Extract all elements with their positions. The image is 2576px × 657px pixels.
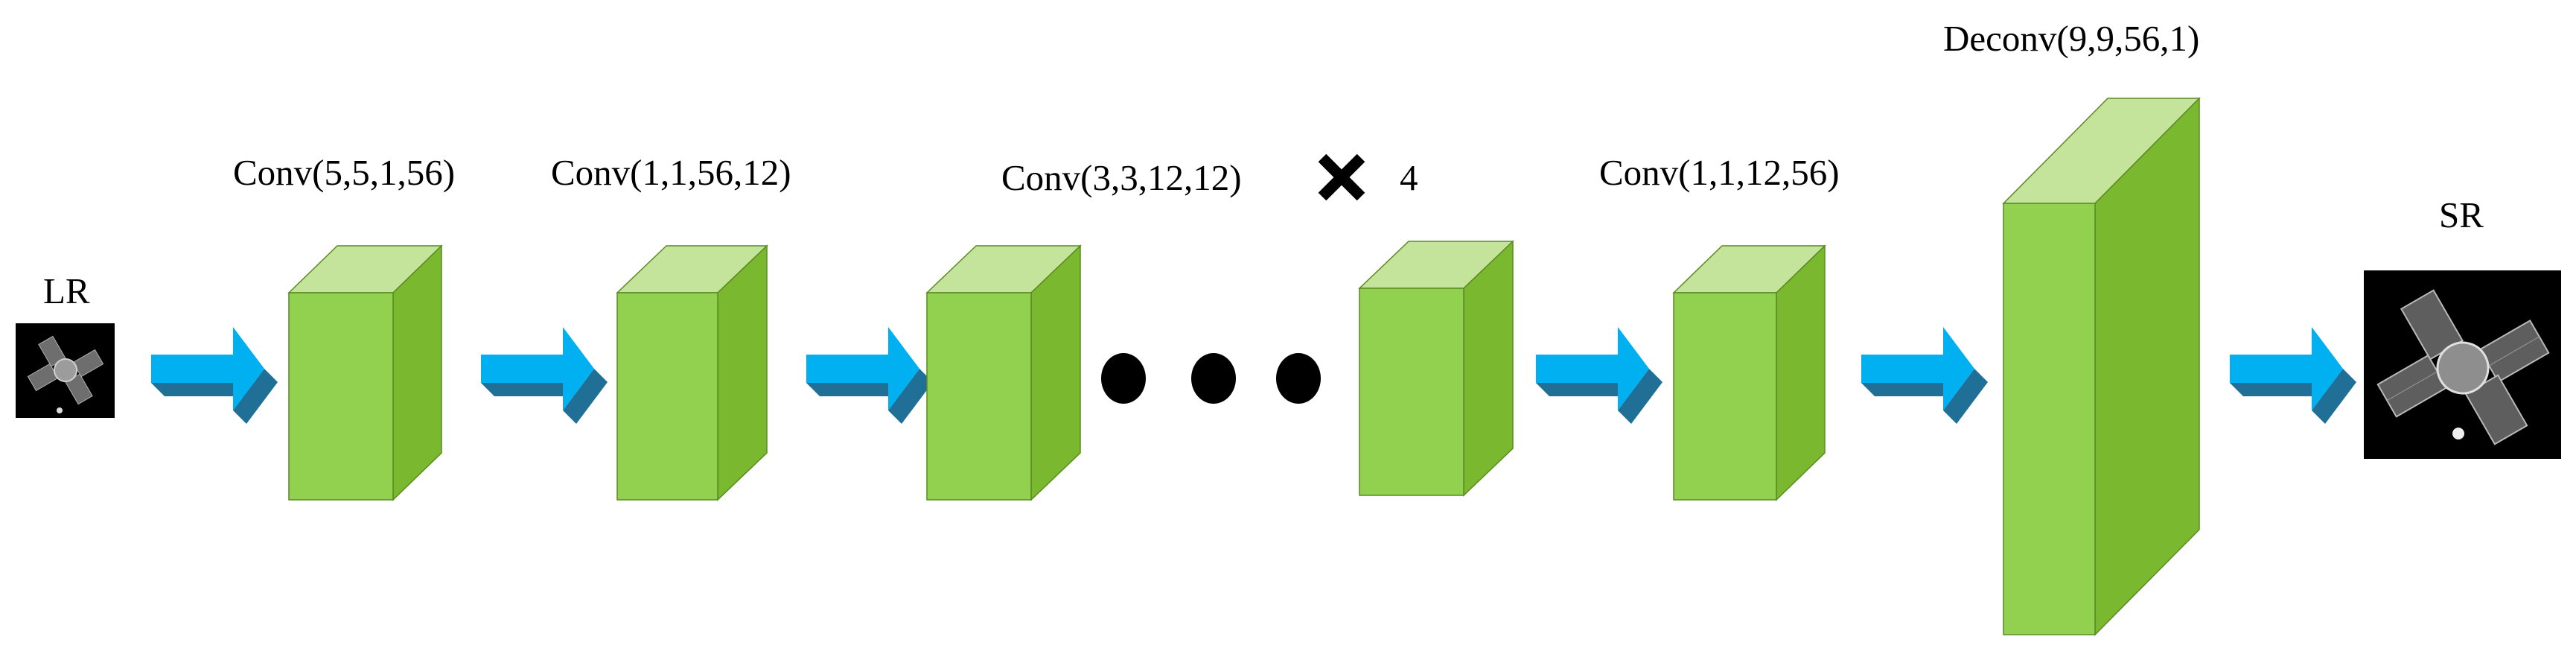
block-front-face bbox=[288, 292, 394, 501]
layer-block-1 bbox=[287, 244, 443, 501]
ellipsis-dots bbox=[1101, 353, 1321, 404]
block-front-face bbox=[616, 292, 718, 501]
repeat-count-label: 4 bbox=[1400, 157, 1418, 198]
output-label: SR bbox=[2439, 194, 2484, 235]
block-front-face bbox=[1673, 292, 1777, 501]
layer-block-5 bbox=[1672, 244, 1826, 501]
layer-label-deconv-9-9-56-1: Deconv(9,9,56,1) bbox=[1943, 18, 2200, 59]
block-front-face bbox=[926, 292, 1032, 501]
flow-arrows bbox=[151, 327, 2356, 424]
ellipsis-dot bbox=[1101, 353, 1146, 404]
layer-block-2 bbox=[616, 244, 768, 501]
layer-block-3 bbox=[925, 244, 1082, 501]
lr-input-image bbox=[16, 323, 115, 418]
layer-blocks bbox=[287, 97, 2201, 636]
layer-block-6 bbox=[2002, 97, 2201, 636]
flow-arrow-icon bbox=[1536, 327, 1662, 424]
flow-arrow-icon bbox=[806, 327, 933, 424]
input-label: LR bbox=[43, 270, 90, 311]
block-front-face bbox=[1359, 288, 1464, 496]
ellipsis-dot bbox=[1276, 353, 1321, 404]
ellipsis-dot bbox=[1191, 353, 1236, 404]
flow-arrow-icon bbox=[2230, 327, 2356, 424]
layer-label-conv-1-1-12-56: Conv(1,1,12,56) bbox=[1599, 152, 1840, 193]
sr-output-image bbox=[2364, 270, 2561, 459]
block-front-face bbox=[2003, 203, 2096, 635]
flow-arrow-icon bbox=[1861, 327, 1988, 424]
layer-block-4 bbox=[1358, 240, 1514, 497]
layer-label-conv-3-3-12-12: Conv(3,3,12,12) bbox=[1001, 157, 1242, 198]
multiply-icon bbox=[1318, 153, 1365, 201]
flow-arrow-icon bbox=[481, 327, 608, 424]
layer-label-conv-1-1-56-12: Conv(1,1,56,12) bbox=[551, 152, 791, 193]
flow-arrow-icon bbox=[151, 327, 278, 424]
layer-label-conv-5-5-1-56: Conv(5,5,1,56) bbox=[233, 152, 456, 193]
